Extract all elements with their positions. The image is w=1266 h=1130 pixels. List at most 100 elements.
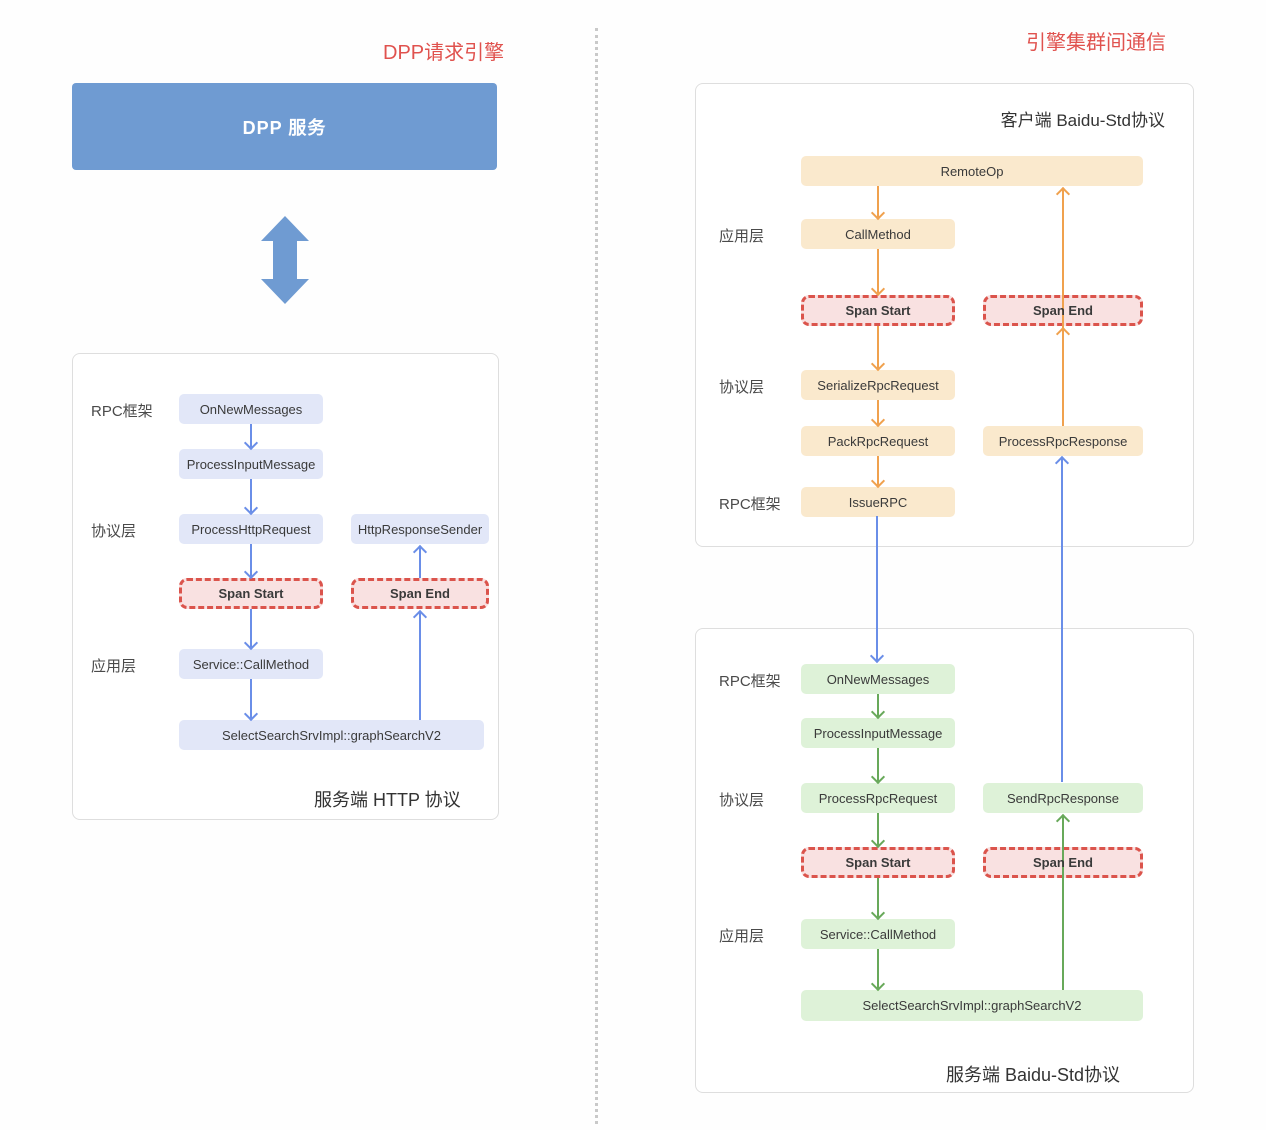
flow-arrow-line	[419, 546, 421, 578]
flow-arrow-head	[412, 544, 428, 560]
layer-label-app: 应用层	[719, 928, 765, 945]
flow-arrow-head	[412, 609, 428, 625]
flow-arrow-line	[250, 424, 252, 447]
node-graph-search: SelectSearchSrvImpl::graphSearchV2	[179, 720, 484, 750]
span-start-box: Span Start	[801, 295, 955, 326]
span-end-label: Span End	[390, 586, 450, 601]
flow-arrow-head	[870, 473, 886, 489]
section-divider	[595, 28, 598, 1124]
layer-label-app: 应用层	[91, 658, 137, 675]
flow-arrow-head	[1055, 813, 1071, 829]
node-label: Service::CallMethod	[192, 656, 310, 672]
dpp-service-box: DPP 服务	[72, 83, 497, 170]
flow-arrow-line	[877, 400, 879, 424]
flow-arrow-head	[870, 412, 886, 428]
span-start-box: Span Start	[179, 578, 323, 609]
node-call-method: CallMethod	[801, 219, 955, 249]
flow-arrow-line	[877, 326, 879, 368]
flow-arrow-head	[870, 769, 886, 785]
http-panel-caption: 服务端 HTTP 协议	[314, 790, 461, 810]
span-start-label: Span Start	[845, 855, 911, 870]
flow-arrow-head	[870, 905, 886, 921]
flow-arrow-line	[877, 748, 879, 781]
flow-arrow-line	[250, 544, 252, 576]
node-remote-op: RemoteOp	[801, 156, 1143, 186]
layer-label-protocol: 协议层	[719, 379, 765, 396]
node-label: OnNewMessages	[826, 671, 930, 687]
flow-arrow-head	[870, 205, 886, 221]
flow-arrow-head	[870, 704, 886, 720]
flow-arrow-line	[250, 609, 252, 647]
node-service-call-method: Service::CallMethod	[179, 649, 323, 679]
flow-arrow-head	[243, 564, 259, 580]
server-panel: RPC框架 协议层 应用层 OnNewMessages ProcessInput…	[695, 628, 1194, 1093]
flow-arrow-head	[870, 833, 886, 849]
node-on-new-messages: OnNewMessages	[801, 664, 955, 694]
flow-arrow-line	[1062, 188, 1064, 426]
client-panel: 客户端 Baidu-Std协议 应用层 协议层 RPC框架 RemoteOp C…	[695, 83, 1194, 547]
left-section-title: DPP请求引擎	[383, 42, 505, 64]
layer-label-app: 应用层	[719, 228, 765, 245]
node-label: OnNewMessages	[199, 401, 303, 417]
flow-arrow-line	[877, 878, 879, 917]
node-pack-rpc-request: PackRpcRequest	[801, 426, 955, 456]
layer-label-rpc: RPC框架	[91, 403, 153, 420]
node-process-rpc-response: ProcessRpcResponse	[983, 426, 1143, 456]
flow-arrow-head	[1055, 326, 1071, 342]
flow-arrow-head	[243, 500, 259, 516]
node-label: SendRpcResponse	[1006, 790, 1120, 806]
span-end-label: Span End	[1033, 303, 1093, 318]
client-panel-title: 客户端 Baidu-Std协议	[1000, 111, 1165, 130]
flow-arrow-line	[250, 679, 252, 718]
node-label: PackRpcRequest	[827, 433, 929, 449]
node-label: ProcessRpcResponse	[998, 433, 1128, 449]
flow-arrow-line	[877, 186, 879, 217]
node-process-http-request: ProcessHttpRequest	[179, 514, 323, 544]
node-issue-rpc: IssueRPC	[801, 487, 955, 517]
layer-label-protocol: 协议层	[91, 523, 137, 540]
node-process-input-message: ProcessInputMessage	[179, 449, 323, 479]
flow-arrow-line	[877, 456, 879, 485]
flow-arrow-head	[243, 706, 259, 722]
flow-arrow-head	[243, 435, 259, 451]
flow-arrow-head	[870, 356, 886, 372]
layer-label-rpc: RPC框架	[719, 673, 781, 690]
node-label: ProcessHttpRequest	[191, 521, 311, 537]
node-label: RemoteOp	[940, 163, 1004, 179]
node-serialize-rpc-request: SerializeRpcRequest	[801, 370, 955, 400]
node-service-call-method: Service::CallMethod	[801, 919, 955, 949]
flow-arrow-line	[1062, 815, 1064, 990]
flow-arrow-head	[870, 281, 886, 297]
flow-arrow-line	[1061, 457, 1063, 782]
node-graph-search: SelectSearchSrvImpl::graphSearchV2	[801, 990, 1143, 1021]
span-start-box: Span Start	[801, 847, 955, 878]
layer-label-protocol: 协议层	[719, 792, 765, 809]
flow-arrow-line	[877, 949, 879, 988]
node-label: CallMethod	[845, 226, 911, 242]
layer-label-rpc: RPC框架	[719, 496, 781, 513]
flow-arrow-head	[1055, 186, 1071, 202]
span-end-label: Span End	[1033, 855, 1093, 870]
node-label: ProcessInputMessage	[186, 456, 316, 472]
span-end-box: Span End	[351, 578, 489, 609]
node-label: ProcessInputMessage	[813, 725, 943, 741]
span-start-label: Span Start	[845, 303, 911, 318]
node-label: SelectSearchSrvImpl::graphSearchV2	[862, 998, 1082, 1013]
node-label: IssueRPC	[848, 494, 908, 510]
http-panel: RPC框架 协议层 应用层 OnNewMessages ProcessInput…	[72, 353, 499, 820]
node-process-rpc-request: ProcessRpcRequest	[801, 783, 955, 813]
node-label: Service::CallMethod	[819, 926, 937, 942]
span-start-label: Span Start	[218, 586, 284, 601]
flow-arrow-line	[250, 479, 252, 512]
flow-arrow-head	[870, 976, 886, 992]
node-label: SelectSearchSrvImpl::graphSearchV2	[222, 727, 441, 743]
node-label: ProcessRpcRequest	[818, 790, 938, 806]
dpp-service-label: DPP 服务	[242, 117, 327, 138]
node-http-response-sender: HttpResponseSender	[351, 514, 489, 544]
node-on-new-messages: OnNewMessages	[179, 394, 323, 424]
node-label: SerializeRpcRequest	[817, 377, 939, 393]
node-send-rpc-response: SendRpcResponse	[983, 783, 1143, 813]
server-panel-caption: 服务端 Baidu-Std协议	[946, 1065, 1121, 1085]
flow-arrow-head	[243, 635, 259, 651]
